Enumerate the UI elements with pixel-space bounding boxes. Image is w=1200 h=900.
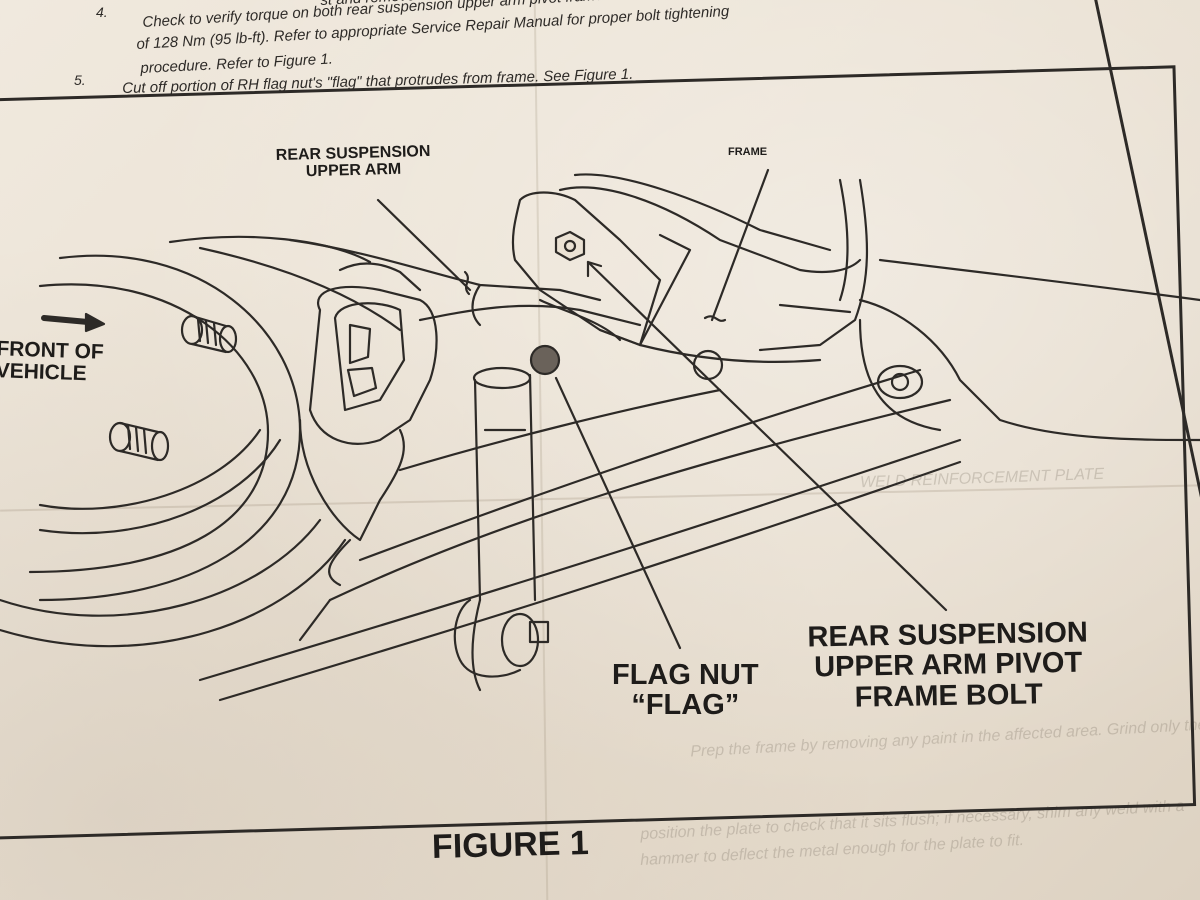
step-4-number: 4. [96, 4, 108, 20]
label-front-of-vehicle: FRONT OF VEHICLE [0, 337, 105, 386]
leader-pivot-bolt [586, 260, 948, 612]
frame-bracket [511, 173, 869, 363]
flag-nut [529, 344, 561, 376]
step-5-number: 5. [74, 72, 86, 88]
leader-frame [710, 168, 770, 322]
frame-hole [692, 349, 724, 381]
figure-caption: FIGURE 1 [431, 823, 590, 867]
label-upper-arm-text: REAR SUSPENSION UPPER ARM [275, 142, 431, 181]
label-pivot-bolt: REAR SUSPENSION UPPER ARM PIVOT FRAME BO… [807, 616, 1089, 714]
leader-frame-squiggle [703, 315, 727, 322]
leader-pivot-arrow [586, 260, 603, 278]
label-pivot-bolt-text: REAR SUSPENSION UPPER ARM PIVOT FRAME BO… [807, 616, 1089, 714]
callout-leaders [376, 168, 948, 650]
label-flag-nut-text: FLAG NUT “FLAG” [612, 659, 759, 722]
front-arrow-icon [41, 312, 106, 333]
label-frame: FRAME [728, 146, 768, 158]
label-upper-arm: REAR SUSPENSION UPPER ARM [275, 142, 432, 182]
label-flag-nut: FLAG NUT “FLAG” [612, 660, 759, 721]
upper-arm [288, 238, 642, 342]
pivot-bolt [554, 230, 586, 262]
leader-upper-arm [376, 198, 472, 292]
shock-absorber [453, 366, 550, 692]
wheel-stud-upper [180, 314, 238, 354]
label-front-of-vehicle-text: FRONT OF VEHICLE [0, 337, 105, 386]
lower-arm [198, 368, 962, 702]
leader-flag-nut [554, 376, 682, 650]
wheel-stud-lower [108, 421, 170, 462]
frame-rail-right [858, 258, 1200, 442]
leader-upper-arm-squiggle [463, 270, 471, 296]
brake-caliper [298, 262, 438, 587]
